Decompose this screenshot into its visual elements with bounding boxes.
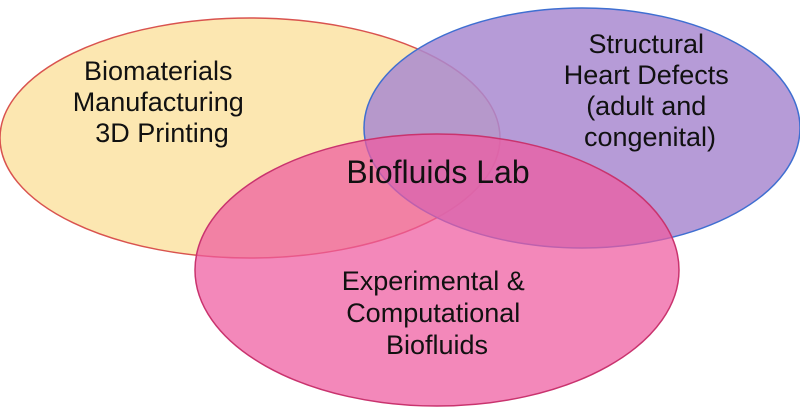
left-line-3: 3D Printing: [95, 118, 229, 148]
left-line-1: Biomaterials: [84, 56, 233, 86]
bottom-line-3: Biofluids: [386, 330, 488, 360]
bottom-circle-label: Experimental & Computational Biofluids: [342, 266, 533, 360]
left-line-2: Manufacturing: [73, 87, 244, 117]
right-line-4: congenital): [584, 122, 716, 152]
circle-experimental-computational: [194, 133, 680, 407]
center-label: Biofluids Lab: [346, 154, 529, 190]
right-circle-label: Structural Heart Defects (adult and cong…: [564, 29, 737, 152]
right-line-3: (adult and: [586, 91, 706, 121]
bottom-line-1: Experimental &: [342, 266, 525, 296]
right-line-1: Structural: [588, 29, 704, 59]
bottom-line-2: Computational: [346, 298, 520, 328]
left-circle-label: Biomaterials Manufacturing 3D Printing: [73, 56, 252, 148]
right-line-2: Heart Defects: [564, 60, 729, 90]
